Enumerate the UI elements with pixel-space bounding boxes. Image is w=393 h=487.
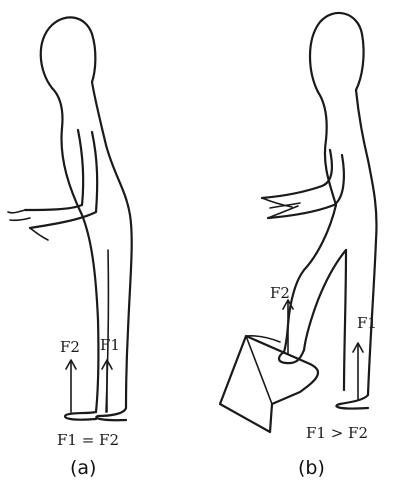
force-arrow-f1: F1 <box>100 336 120 412</box>
panel-a: F2 F1 F1 = F2 (a) <box>8 17 132 479</box>
force-label-f2: F2 <box>60 338 80 356</box>
force-relation-greater: F1 > F2 <box>306 424 368 442</box>
force-label-f1: F1 <box>357 314 377 332</box>
panel-caption-b: (b) <box>298 457 325 479</box>
person-standing <box>8 17 132 420</box>
panel-caption-a: (a) <box>70 457 96 479</box>
force-arrow-f2: F2 <box>60 338 80 412</box>
force-arrow-f1: F1 <box>353 314 377 400</box>
force-relation-equal: F1 = F2 <box>57 431 119 449</box>
force-label-f1: F1 <box>100 336 120 354</box>
panel-b: F2 F1 F1 > F2 (b) <box>220 13 377 479</box>
person-stepping-on-step <box>262 13 377 409</box>
force-label-f2: F2 <box>270 284 290 302</box>
